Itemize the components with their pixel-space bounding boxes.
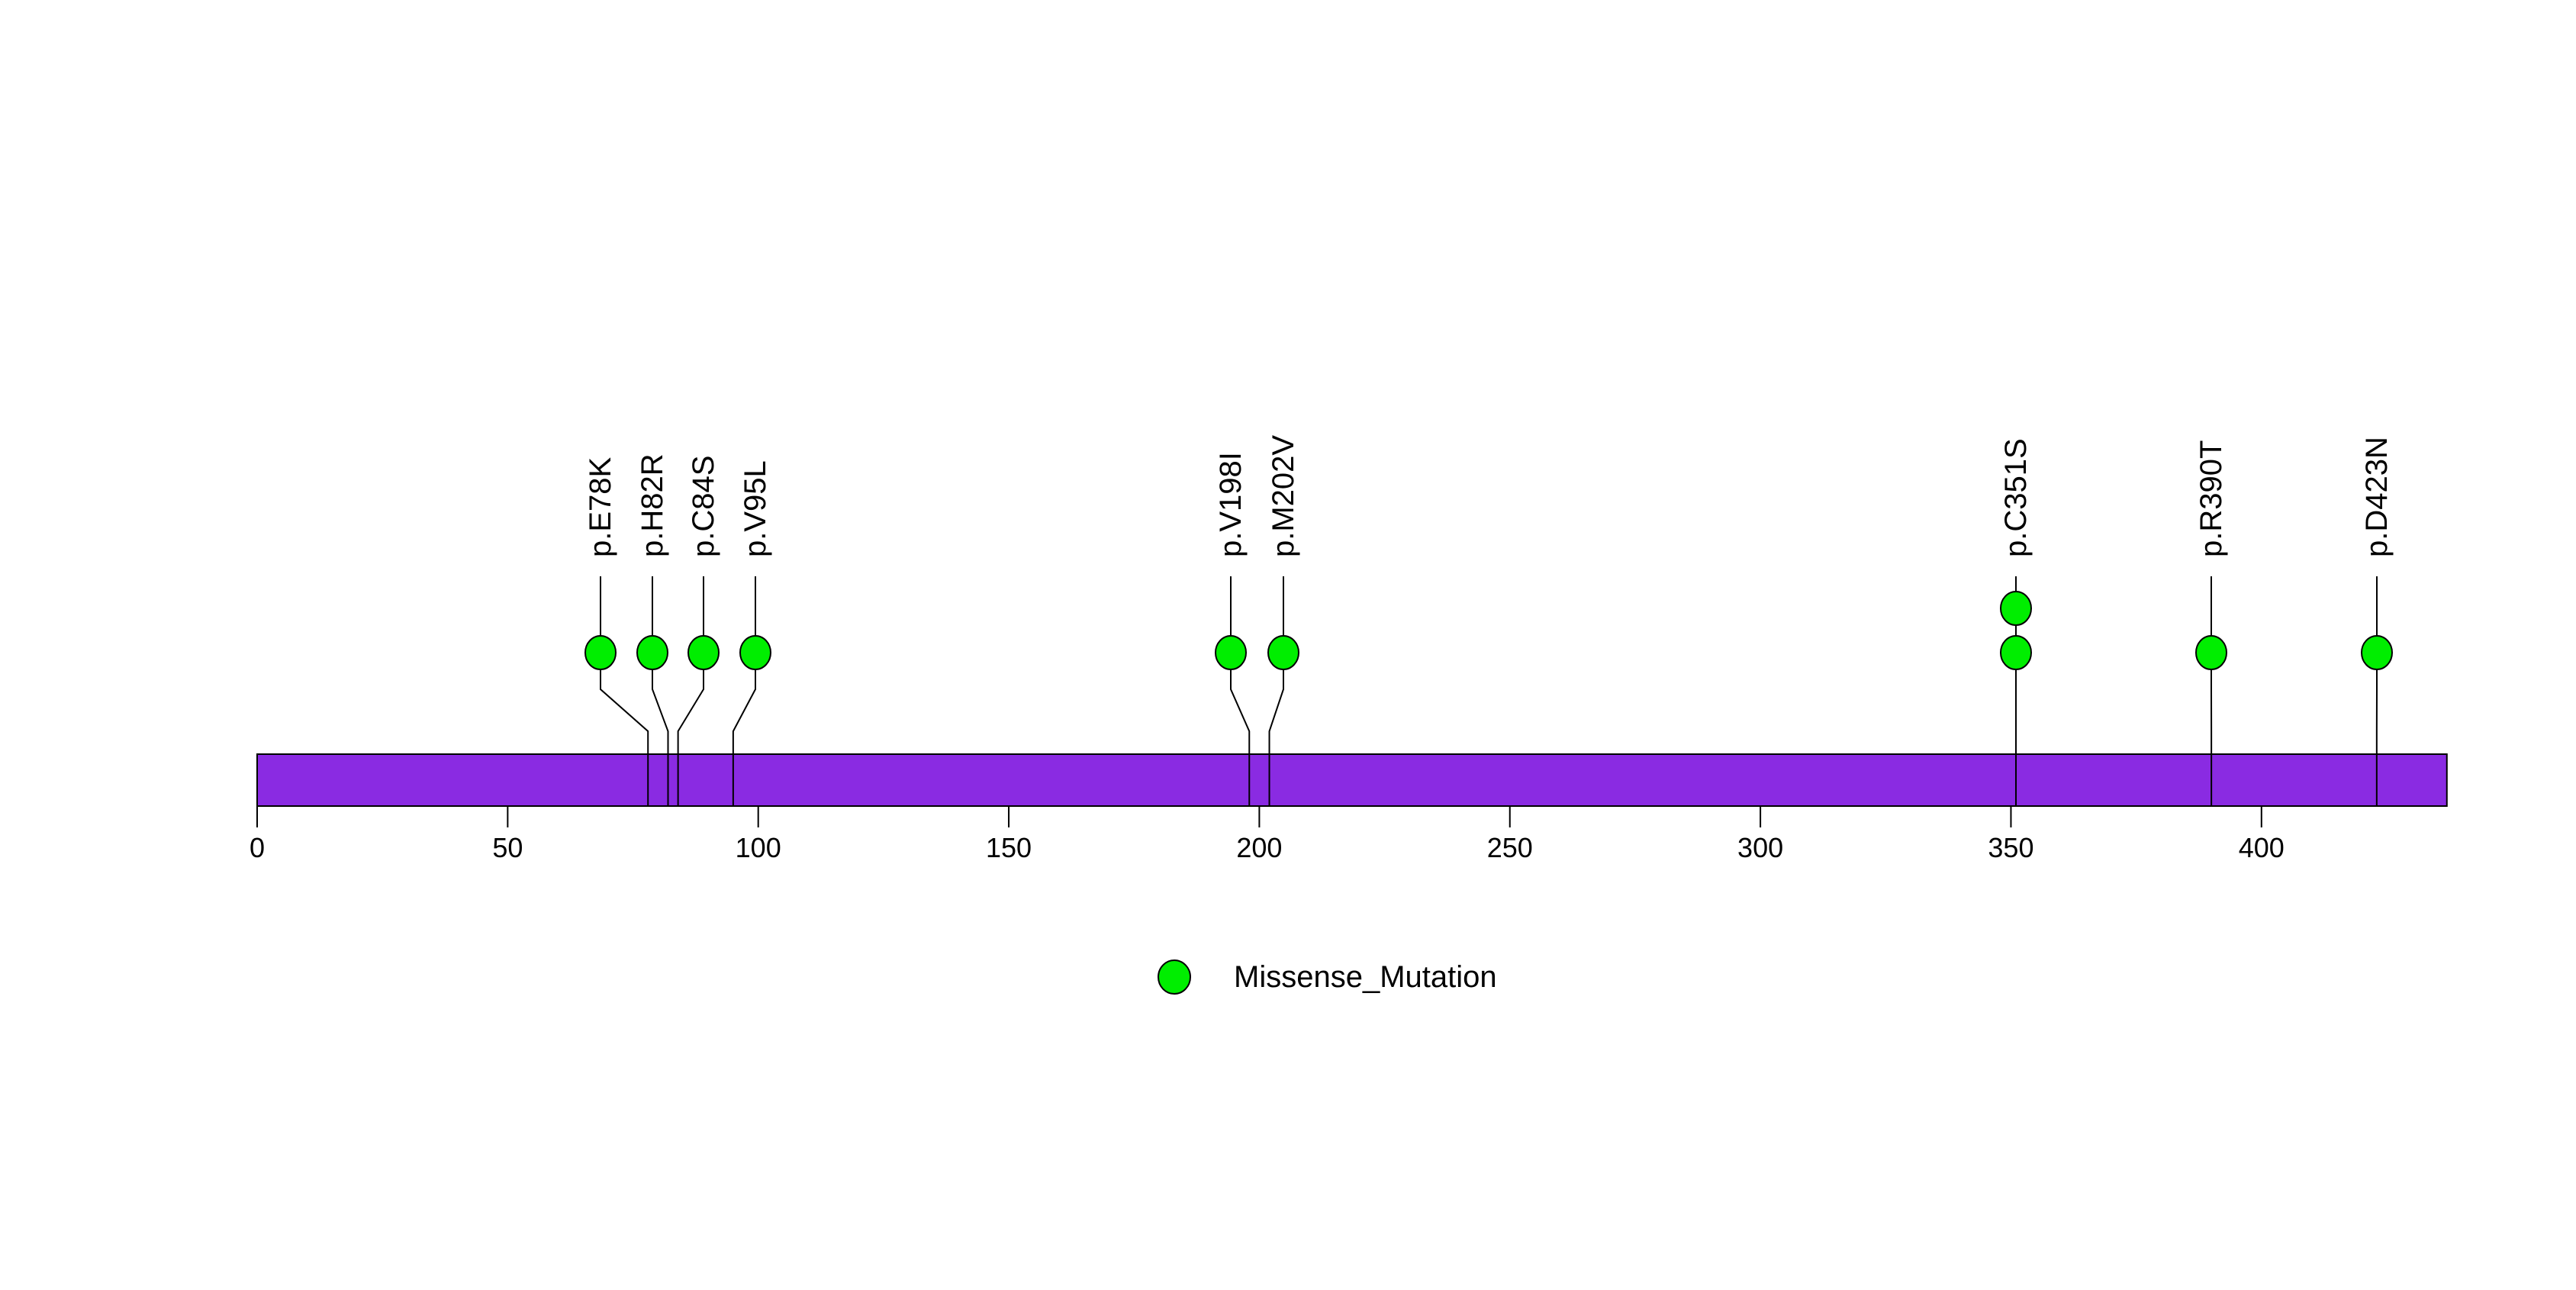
mutation-circle [687, 635, 720, 670]
mutation-label: p.H82R [636, 453, 669, 557]
mutation-circle [2195, 635, 2227, 670]
axis-tick-label: 400 [2239, 832, 2285, 863]
axis-tick-label: 0 [250, 832, 265, 863]
mutation-stems-group [600, 576, 2378, 754]
protein-bar [256, 753, 2448, 807]
mutation-circle [2000, 635, 2032, 670]
mutation-stem [600, 576, 649, 754]
mutation-stem [732, 576, 756, 754]
stems-through-bar-group [647, 754, 2378, 806]
legend-label: Missense_Mutation [1234, 960, 1497, 994]
mutation-stem [652, 576, 669, 754]
mutation-labels-group: p.E78K p.H82R p.C84S p.V95L p.V198I p.M202V p.… [584, 435, 2394, 557]
mutation-label: p.M202V [1267, 435, 1300, 557]
mutation-circle [2000, 591, 2032, 626]
mutation-stem [1230, 576, 1251, 754]
mutation-label: p.D423N [2360, 437, 2394, 557]
axis-tick-label: 200 [1236, 832, 1282, 863]
x-axis: 0 50 100 150 200 250 300 350 400 [250, 806, 2285, 863]
axis-tick-label: 100 [736, 832, 781, 863]
mutation-circle [1215, 635, 1247, 670]
mutation-stem [1268, 576, 1284, 754]
mutation-circle [2361, 635, 2393, 670]
mutation-label: p.C351S [1999, 438, 2033, 557]
mutation-label: p.R390T [2194, 440, 2228, 557]
mutation-circle [739, 635, 771, 670]
axis-tick-label: 50 [492, 832, 523, 863]
protein-bar-group [256, 753, 2448, 807]
mutation-label: p.V198I [1214, 452, 1248, 557]
legend-marker-circle [1158, 959, 1191, 995]
mutation-circle [636, 635, 668, 670]
mutation-circle [1267, 635, 1299, 670]
legend: Missense_Mutation [1158, 959, 1497, 995]
axis-tick-label: 300 [1737, 832, 1783, 863]
mutation-label: p.V95L [739, 460, 772, 557]
axis-tick-label: 350 [1988, 832, 2033, 863]
mutation-label: p.C84S [687, 456, 720, 557]
mutation-label: p.E78K [584, 456, 617, 557]
mutation-circles-group [584, 591, 2393, 670]
axis-tick-label: 250 [1487, 832, 1533, 863]
mutation-stem [677, 576, 704, 754]
mutation-circle [584, 635, 617, 670]
axis-tick-label: 150 [986, 832, 1032, 863]
